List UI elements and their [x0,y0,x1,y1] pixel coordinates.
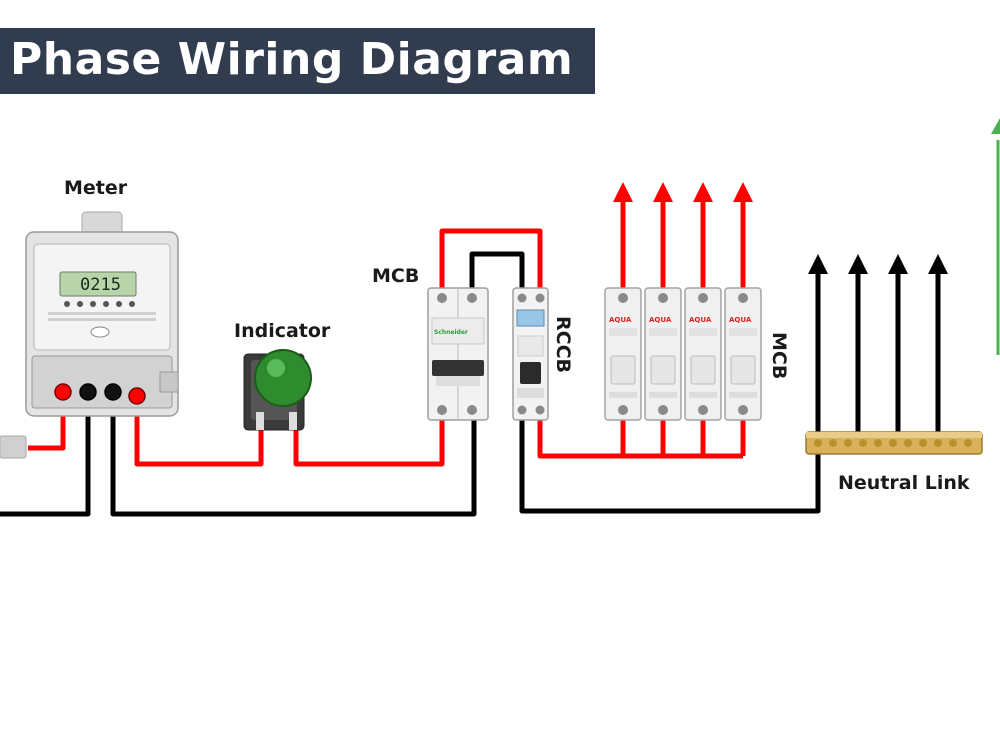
mcb-to-rccb-phase-wire [439,228,543,298]
mcb-main-label: MCB [372,265,420,287]
meter-terminal-phase-in [54,383,72,401]
arrow-up-icon [888,254,908,274]
phase-arrowheads [613,182,753,202]
meter-terminal-neutral-out [104,383,122,401]
supply-cable-icon [0,435,27,459]
meter-terminal-neutral-in [79,383,97,401]
mcb-icon: AQUA [724,287,762,421]
mcb-icon: AQUA [644,287,682,421]
mcb-icon: AQUA [684,287,722,421]
branch-mcb-brand-label: AQUA [649,316,672,324]
mcb-to-rccb-neutral-wire [469,251,525,298]
supply-neutral-wire [0,392,91,517]
mcb-brand-label: Schneider [434,329,468,336]
arrow-up-icon [848,254,868,274]
meter-terminal-phase-out [128,387,146,405]
branch-mcb-brand-label: AQUA [729,316,752,324]
rccb-label: RCCB [552,316,574,373]
page-title: Phase Wiring Diagram [10,34,574,85]
mcb-icon: Schneider [427,287,489,421]
arrow-up-icon [991,118,1000,134]
arrow-up-icon [928,254,948,274]
arrow-up-icon [693,182,713,202]
neutral-arrowheads [808,254,948,274]
rccb-icon [512,287,549,421]
meter-label: Meter [64,177,128,199]
meter-to-indicator-wire [134,396,264,467]
neutral-link-label: Neutral Link [838,472,970,494]
branch-mcbs: AQUA AQUA AQUA AQUA [604,287,762,421]
branch-mcb-brand-label: AQUA [609,316,632,324]
branch-mcb-brand-label: AQUA [689,316,712,324]
energy-meter-icon: 0215 [25,211,179,417]
neutral-link-icon [805,431,983,455]
arrow-up-icon [808,254,828,274]
indicator-to-mcb-wire [293,410,445,467]
arrow-up-icon [733,182,753,202]
mcb-icon: AQUA [604,287,642,421]
neutral-wires [0,251,941,517]
meter-neutral-out-wire [110,392,477,517]
branch-mcb-label: MCB [768,332,790,380]
indicator-lamp-icon [243,349,312,431]
arrow-up-icon [653,182,673,202]
earth-arrow [991,118,1000,355]
rccb-to-branch-bus-wire [537,410,743,459]
rccb-to-neutral-link-wire [519,410,821,514]
indicator-label: Indicator [234,320,331,342]
meter-reading: 0215 [80,275,121,295]
title-banner: Phase Wiring Diagram [0,28,595,94]
arrow-up-icon [613,182,633,202]
